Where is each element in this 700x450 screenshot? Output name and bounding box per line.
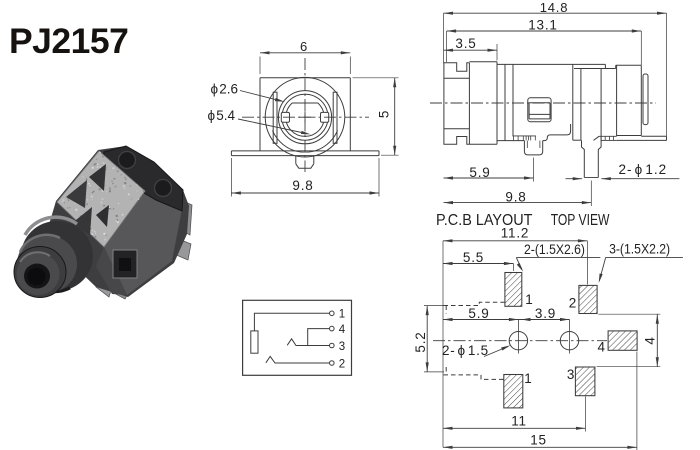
svg-text:9.8: 9.8 (505, 190, 526, 205)
svg-text:2- ϕ 1.2: 2- ϕ 1.2 (619, 162, 668, 177)
svg-text:ϕ 5.4: ϕ 5.4 (208, 108, 236, 123)
svg-text:P.C.B LAYOUT: P.C.B LAYOUT (436, 212, 533, 229)
svg-text:13.1: 13.1 (528, 17, 557, 32)
svg-text:3.9: 3.9 (535, 306, 556, 321)
svg-text:2: 2 (339, 358, 345, 370)
svg-text:2- ϕ 1.5: 2- ϕ 1.5 (442, 343, 489, 358)
svg-text:5.2: 5.2 (413, 331, 428, 352)
svg-text:9.8: 9.8 (292, 178, 313, 193)
svg-text:1: 1 (524, 371, 532, 386)
svg-text:PJ2157: PJ2157 (9, 21, 128, 61)
svg-text:2: 2 (569, 296, 577, 311)
svg-text:ϕ 2.6: ϕ 2.6 (211, 81, 238, 96)
svg-text:3: 3 (567, 367, 575, 382)
svg-text:14.8: 14.8 (540, 0, 569, 15)
svg-text:11: 11 (511, 414, 527, 429)
svg-text:4: 4 (643, 336, 658, 344)
svg-text:TOP VIEW: TOP VIEW (551, 212, 610, 229)
svg-text:5.9: 5.9 (469, 165, 490, 180)
svg-text:11.2: 11.2 (501, 226, 529, 241)
svg-text:5.5: 5.5 (463, 250, 484, 265)
svg-text:3.5: 3.5 (455, 36, 476, 51)
svg-text:5.9: 5.9 (468, 306, 489, 321)
svg-text:4: 4 (598, 339, 606, 354)
svg-text:2-(1.5X2.6): 2-(1.5X2.6) (524, 242, 585, 257)
svg-text:5: 5 (376, 110, 391, 118)
svg-text:4: 4 (339, 324, 346, 336)
svg-text:6: 6 (300, 39, 308, 54)
svg-text:1: 1 (339, 309, 345, 321)
svg-text:15: 15 (530, 433, 547, 448)
svg-text:1: 1 (525, 292, 533, 307)
svg-text:3: 3 (339, 341, 345, 353)
svg-text:3-(1.5X2.2): 3-(1.5X2.2) (609, 242, 670, 257)
